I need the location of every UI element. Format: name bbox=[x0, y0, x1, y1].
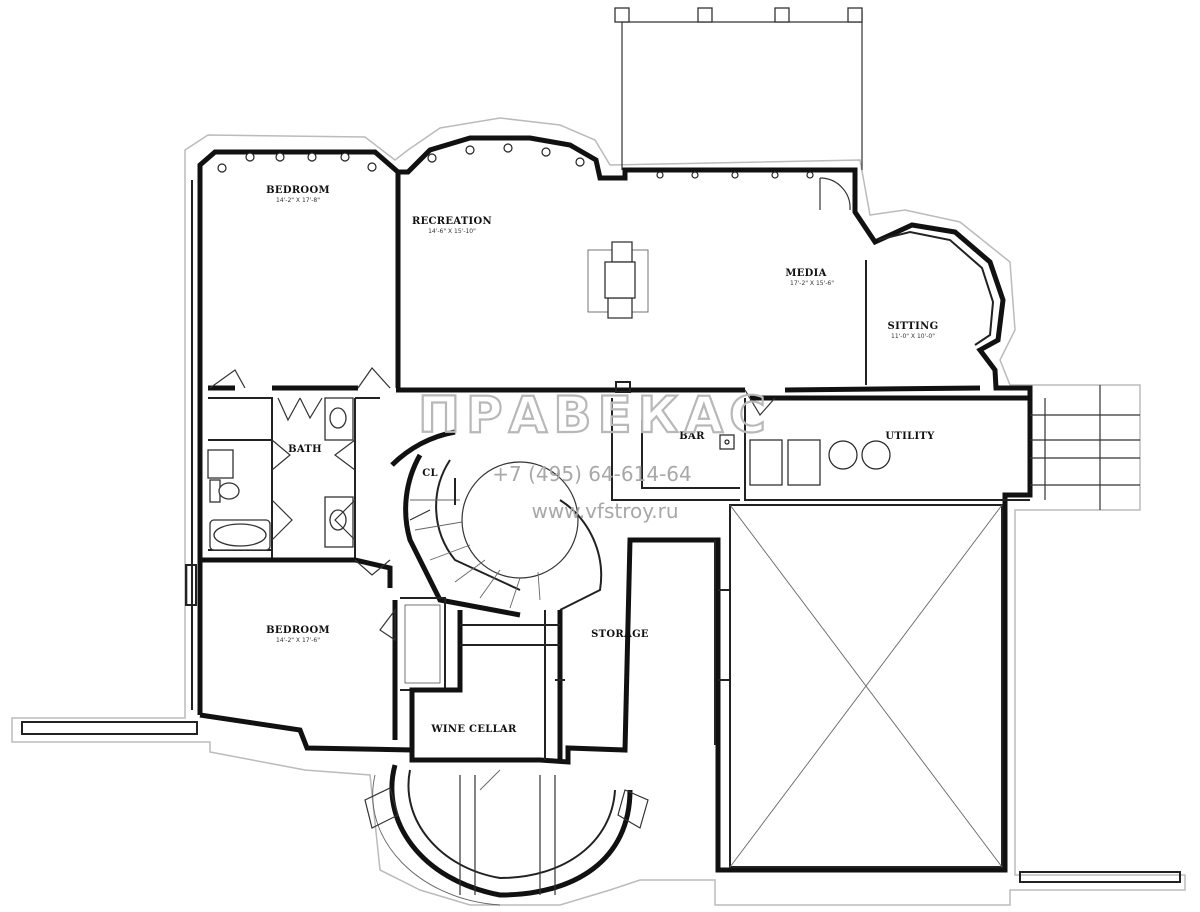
exterior-halo-outline bbox=[11, 117, 1186, 906]
tub-basin bbox=[213, 523, 267, 547]
garage-bay bbox=[729, 504, 1003, 868]
room-dim-bedroom-lower: 14'-2" X 17'-6" bbox=[276, 637, 320, 644]
storage-wall bbox=[409, 610, 563, 760]
room-dim-bedroom-upper: 14'-2" X 17'-8" bbox=[276, 197, 320, 204]
spiral-stair bbox=[390, 429, 603, 618]
patio-post bbox=[614, 7, 630, 23]
toilet-bowl bbox=[218, 482, 240, 500]
room-labels: BEDROOM 14'-2" X 17'-8" RECREATION 14'-6… bbox=[266, 185, 938, 735]
room-label-wine-cellar: WINE CELLAR bbox=[430, 724, 517, 735]
wine-cellar-bars bbox=[460, 610, 565, 760]
left-wing-ledge bbox=[21, 721, 198, 735]
room-label-sitting: SITTING bbox=[888, 321, 939, 332]
watermark-logo: ПРАВЕКАС bbox=[418, 386, 772, 444]
room-label-media: MEDIA bbox=[785, 268, 826, 279]
shower bbox=[207, 449, 234, 479]
room-dim-media: 17'-2" X 15'-6" bbox=[790, 280, 834, 287]
right-bottom-ledge bbox=[1019, 871, 1181, 883]
door-swings bbox=[209, 177, 851, 642]
patio-post bbox=[697, 7, 713, 23]
sitting-bay-inner bbox=[877, 230, 995, 346]
bar-utility-block bbox=[611, 381, 1140, 510]
window-markers bbox=[217, 143, 814, 179]
corridor-wall-upper bbox=[208, 385, 981, 393]
room-label-bedroom-upper: BEDROOM bbox=[266, 185, 330, 196]
patio-post bbox=[847, 7, 863, 23]
watermark: ПРАВЕКАС +7 (495) 64-614-64 www.vfstroy.… bbox=[417, 385, 772, 523]
stair-closet-shelf bbox=[404, 604, 441, 684]
bedroom-lower-wall bbox=[200, 557, 398, 740]
room-label-utility: UTILITY bbox=[885, 431, 935, 442]
room-dim-sitting: 11'-0" X 10'-0" bbox=[891, 333, 935, 340]
watermark-site: www.vfstroy.ru bbox=[532, 499, 679, 523]
room-dim-recreation: 14'-6" X 15'-10" bbox=[428, 228, 476, 235]
bath-walls bbox=[208, 397, 380, 561]
patio-post bbox=[774, 7, 790, 23]
room-label-recreation: RECREATION bbox=[412, 216, 492, 227]
bedroom-window bbox=[185, 564, 197, 606]
curved-terrace bbox=[364, 764, 649, 906]
patio-frame bbox=[621, 12, 863, 170]
sink bbox=[329, 509, 347, 531]
room-label-bath: BATH bbox=[288, 444, 322, 455]
stair-closet bbox=[400, 597, 446, 691]
exterior-wall bbox=[197, 135, 1033, 873]
room-label-bedroom-lower: BEDROOM bbox=[266, 625, 330, 636]
recreation-furniture bbox=[587, 241, 649, 319]
watermark-phone: +7 (495) 64-614-64 bbox=[492, 462, 691, 486]
room-label-storage: STORAGE bbox=[591, 629, 649, 640]
room-label-closet: CL bbox=[422, 468, 438, 479]
room-label-bar: BAR bbox=[679, 431, 705, 442]
sink bbox=[329, 407, 347, 429]
